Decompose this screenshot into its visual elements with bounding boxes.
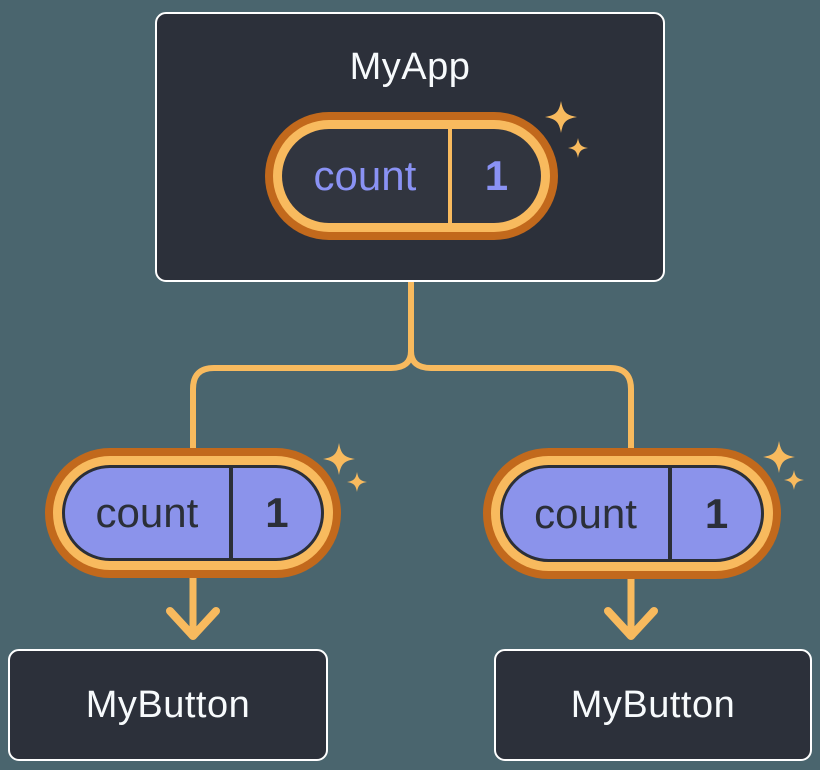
prop-value: 1: [265, 489, 289, 536]
pill-body: count 1: [62, 465, 324, 561]
sparkle-icon: [763, 441, 795, 473]
left-arrow-head: [166, 607, 220, 640]
prop-value: 1: [704, 489, 729, 537]
sparkle-icon: [323, 443, 355, 475]
pill-divider: [447, 129, 452, 223]
myapp-state-pill: count 1: [265, 112, 558, 240]
component-name-myapp: MyApp: [349, 46, 471, 88]
mybutton-right-prop-pill: count 1: [483, 448, 781, 579]
pill-ring: count 1: [53, 456, 333, 570]
pill-divider: [228, 468, 233, 558]
pill-body: count 1: [500, 465, 764, 562]
right-arrow-head: [604, 607, 658, 640]
sparkle-icon: [784, 470, 804, 490]
state-name: count: [313, 152, 417, 199]
pill-ring: count 1: [491, 456, 773, 571]
component-name-mybutton-right: MyButton: [570, 683, 736, 726]
component-name-mybutton-left: MyButton: [85, 683, 251, 726]
prop-name: count: [534, 489, 637, 537]
state-value: 1: [484, 152, 509, 199]
pill-divider: [668, 468, 673, 559]
pill-ring: count 1: [273, 120, 550, 232]
node-mybutton-left: MyButton: [8, 649, 328, 761]
parent-to-children-connector: [190, 279, 634, 452]
node-mybutton-right: MyButton: [494, 649, 812, 761]
prop-name: count: [95, 489, 199, 536]
pill-body: count 1: [282, 129, 541, 223]
mybutton-left-prop-pill: count 1: [45, 448, 341, 578]
sparkle-icon: [347, 472, 367, 492]
